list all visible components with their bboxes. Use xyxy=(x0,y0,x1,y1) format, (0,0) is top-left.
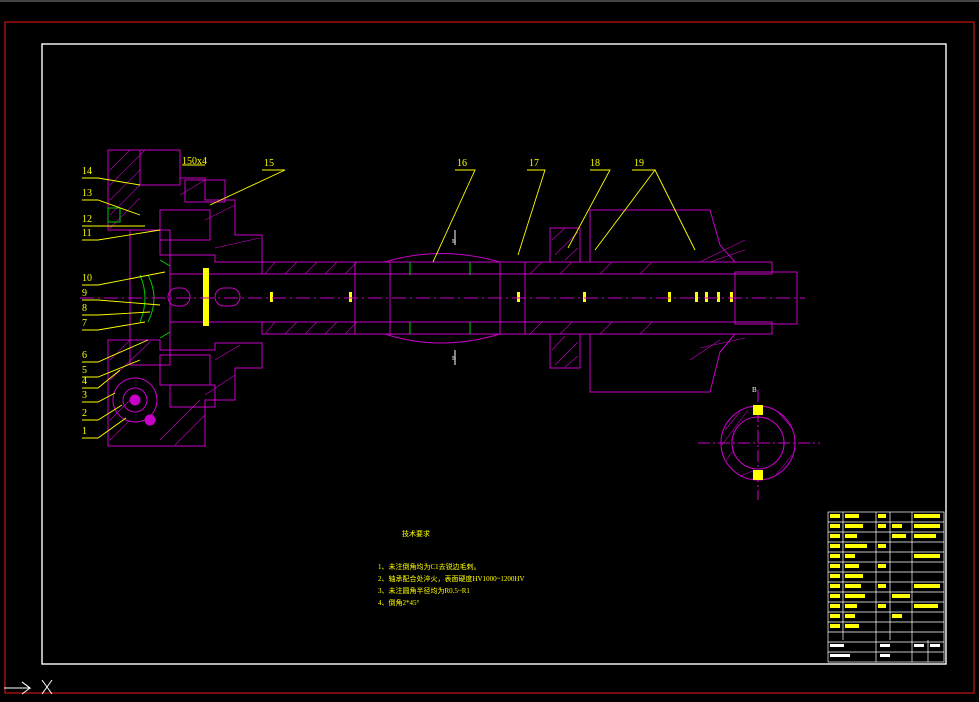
balloon-2: 2 xyxy=(82,408,87,419)
inner-drawing-frame xyxy=(41,43,947,665)
gear-18 xyxy=(549,227,581,369)
title-block-fills xyxy=(830,514,940,628)
balloon-10: 10 xyxy=(82,273,92,284)
balloon-12: 12 xyxy=(82,214,92,225)
balloon-16: 16 xyxy=(457,158,467,169)
bearing-lower-2 xyxy=(169,384,216,408)
balloon-19: 19 xyxy=(634,158,644,169)
spindle-shaft-upper xyxy=(261,261,773,275)
balloon-3: 3 xyxy=(82,390,87,401)
leader-lines xyxy=(82,164,696,439)
balloon-8: 8 xyxy=(82,303,87,314)
balloon-11: 11 xyxy=(82,228,92,239)
housing-hatch xyxy=(109,149,261,446)
spindle-shaft-lower xyxy=(261,321,773,335)
bearing-lower xyxy=(159,354,211,386)
notes-heading: 技术要求 xyxy=(402,529,430,538)
balloon-17: 17 xyxy=(529,158,539,169)
note-item-2: 2、轴承配合处淬火，表面硬度HV1000~1200HV xyxy=(378,574,525,583)
note-item-3: 3、未注圆角半径均为R0.5~R1 xyxy=(378,586,470,595)
chuck-body-upper xyxy=(589,209,737,263)
outer-sheet-frame xyxy=(4,21,975,694)
section-view-b xyxy=(698,390,820,500)
chuck-body-lower xyxy=(589,333,737,393)
housing-lower-body xyxy=(107,339,263,447)
balloon-1: 1 xyxy=(82,426,87,437)
key-slot-2 xyxy=(167,287,191,307)
balloon-6: 6 xyxy=(82,350,87,361)
dimension-label: 150x4 xyxy=(182,156,207,167)
section-details xyxy=(107,207,471,339)
sleeve-16 xyxy=(384,253,501,344)
yellow-features xyxy=(203,268,733,326)
bearing-upper-2 xyxy=(184,179,226,203)
housing-top-block xyxy=(139,149,181,186)
note-item-4: 4、倒角2*45° xyxy=(378,598,419,607)
section-cut-label-top: B xyxy=(452,239,456,245)
worm-gear-pin xyxy=(144,414,156,426)
balloon-4: 4 xyxy=(82,376,87,387)
bearing-upper xyxy=(159,209,211,241)
balloon-7: 7 xyxy=(82,318,87,329)
key-slot xyxy=(214,287,241,307)
worm-gear-hub xyxy=(129,394,141,406)
balloon-15: 15 xyxy=(264,158,274,169)
ucs-icon xyxy=(4,679,53,695)
ucs-x-icon xyxy=(41,679,53,695)
balloon-9: 9 xyxy=(82,288,87,299)
spindle-assembly-view xyxy=(107,149,798,447)
worm-gear-inner xyxy=(122,387,148,413)
section-view-label: B xyxy=(752,386,757,394)
title-block-small-text xyxy=(830,644,940,657)
worm-gear-outer xyxy=(112,377,158,423)
title-block xyxy=(827,511,945,663)
section-cut-label-bottom: B xyxy=(452,356,456,362)
balloon-14: 14 xyxy=(82,166,92,177)
note-item-1: 1、未注倒角均为C1去锐边毛刺。 xyxy=(378,562,481,571)
balloon-5: 5 xyxy=(82,365,87,376)
balloon-18: 18 xyxy=(590,158,600,169)
balloon-13: 13 xyxy=(82,188,92,199)
front-flange xyxy=(129,229,171,366)
